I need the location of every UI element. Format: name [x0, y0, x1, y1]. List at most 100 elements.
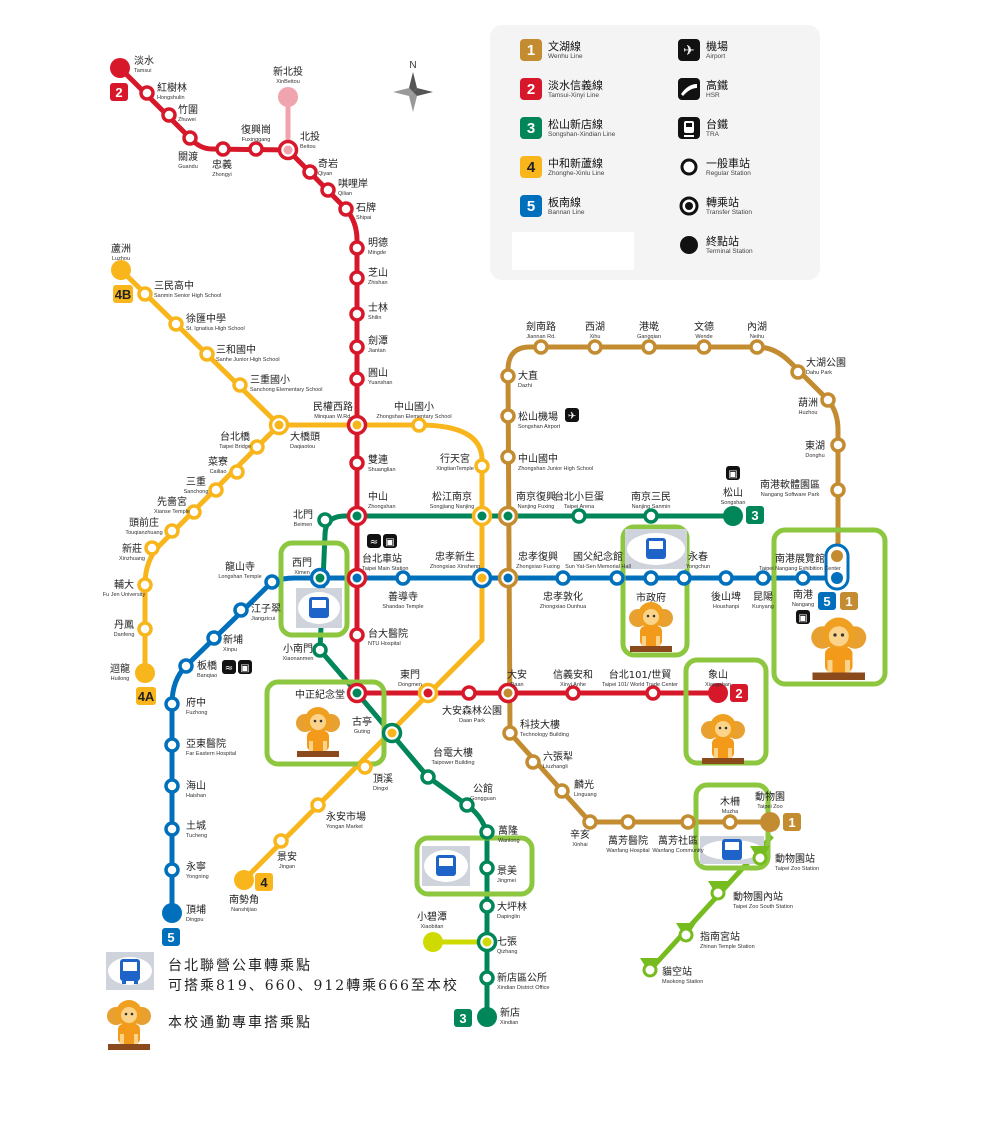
- regular-station-marker[interactable]: [168, 316, 184, 332]
- regular-station-marker[interactable]: [164, 821, 180, 837]
- regular-station-marker[interactable]: [395, 570, 411, 586]
- regular-station-marker[interactable]: [349, 371, 365, 387]
- regular-station-marker[interactable]: [137, 577, 153, 593]
- regular-station-marker[interactable]: [479, 970, 495, 986]
- regular-station-marker[interactable]: [479, 898, 495, 914]
- gondola-station-circle[interactable]: [752, 850, 768, 866]
- terminal-station-marker[interactable]: [110, 58, 130, 78]
- regular-station-marker[interactable]: [349, 306, 365, 322]
- regular-station-marker[interactable]: [696, 339, 712, 355]
- regular-station-marker[interactable]: [137, 286, 153, 302]
- regular-station-marker[interactable]: [186, 504, 202, 520]
- regular-station-marker[interactable]: [208, 482, 224, 498]
- regular-station-marker[interactable]: [248, 141, 264, 157]
- terminal-station-marker[interactable]: [162, 903, 182, 923]
- regular-station-marker[interactable]: [479, 860, 495, 876]
- regular-station-marker[interactable]: [338, 201, 354, 217]
- gondola-station-circle[interactable]: [678, 927, 694, 943]
- regular-station-marker[interactable]: [161, 107, 177, 123]
- regular-station-marker[interactable]: [182, 130, 198, 146]
- regular-station-marker[interactable]: [820, 392, 836, 408]
- regular-station-marker[interactable]: [643, 508, 659, 524]
- regular-station-marker[interactable]: [317, 512, 333, 528]
- regular-station-marker[interactable]: [500, 449, 516, 465]
- regular-station-marker[interactable]: [137, 621, 153, 637]
- regular-station-marker[interactable]: [164, 862, 180, 878]
- terminal-station-marker[interactable]: [278, 87, 298, 107]
- regular-station-marker[interactable]: [349, 455, 365, 471]
- regular-station-marker[interactable]: [587, 339, 603, 355]
- regular-station-marker[interactable]: [790, 364, 806, 380]
- gondola-station-circle[interactable]: [710, 885, 726, 901]
- regular-station-marker[interactable]: [582, 814, 598, 830]
- regular-station-marker[interactable]: [178, 658, 194, 674]
- regular-station-marker[interactable]: [349, 270, 365, 286]
- regular-station-marker[interactable]: [144, 540, 160, 556]
- regular-station-marker[interactable]: [474, 458, 490, 474]
- regular-station-marker[interactable]: [164, 778, 180, 794]
- terminal-station-marker[interactable]: [111, 260, 131, 280]
- regular-station-marker[interactable]: [215, 141, 231, 157]
- regular-station-marker[interactable]: [749, 339, 765, 355]
- regular-station-marker[interactable]: [139, 85, 155, 101]
- regular-station-marker[interactable]: [420, 769, 436, 785]
- regular-station-marker[interactable]: [411, 417, 427, 433]
- regular-station-marker[interactable]: [525, 754, 541, 770]
- regular-station-marker[interactable]: [233, 602, 249, 618]
- regular-station-marker[interactable]: [718, 570, 734, 586]
